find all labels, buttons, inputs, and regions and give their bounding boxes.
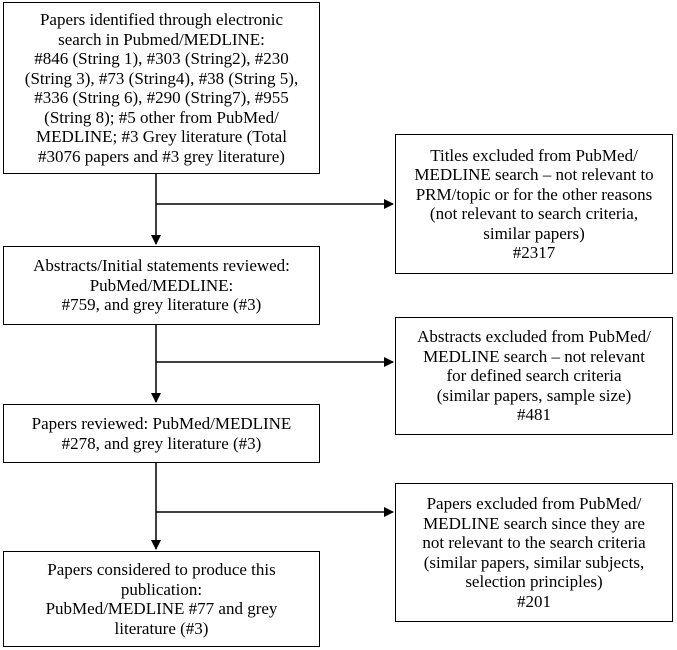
titles-excluded-box: Titles excluded from PubMed/ MEDLINE sea… — [395, 134, 673, 274]
box-line: MEDLINE search since they are — [423, 513, 645, 533]
box-line: publication: — [120, 579, 203, 599]
box-line: #3076 papers and #3 grey literature) — [38, 146, 285, 166]
box-line: Papers considered to produce this — [47, 560, 276, 579]
box-line: Titles excluded from PubMed/ — [430, 145, 638, 165]
box-line: (String 3), #73 (String4), #38 (String 5… — [24, 68, 299, 88]
papers-reviewed-box: Papers reviewed: PubMed/MEDLINE #278, an… — [3, 404, 320, 463]
box-line: (not relevant to search criteria, — [429, 204, 639, 223]
abstracts-excluded-box: Abstracts excluded from PubMed/ MEDLINE … — [395, 317, 673, 435]
box-line: #278, and grey literature (#3) — [61, 433, 262, 453]
box-line: search in Pubmed/MEDLINE: — [58, 29, 265, 49]
box-line: MEDLINE search – not relevant to — [414, 165, 654, 184]
box-line: #201 — [517, 591, 551, 611]
box-line: #2317 — [512, 243, 556, 262]
papers-excluded-box: Papers excluded from PubMed/ MEDLINE sea… — [395, 483, 673, 622]
box-line: PRM/topic or for the other reasons — [415, 184, 653, 204]
box-line: Abstracts excluded from PubMed/ — [417, 327, 651, 347]
box-line: similar papers) — [483, 223, 585, 243]
box-line: PubMed/MEDLINE: — [89, 275, 234, 295]
box-line: MEDLINE; #3 Grey literature (Total — [36, 127, 287, 146]
box-line: #336 (String 6), #290 (String7), #955 — [34, 88, 289, 107]
box-line: (String 8); #5 other from PubMed/ — [44, 107, 279, 127]
box-line: selection principles) — [465, 572, 603, 591]
box-line: #481 — [517, 405, 551, 425]
box-line: for defined search criteria — [446, 366, 622, 386]
box-line: not relevant to the search criteria — [422, 533, 646, 552]
box-line: literature (#3) — [114, 618, 209, 638]
papers-considered-box: Papers considered to produce this public… — [3, 551, 320, 647]
identified-papers-box: Papers identified through electronic sea… — [3, 2, 320, 174]
box-line: Papers identified through electronic — [39, 10, 284, 29]
box-line: Abstracts/Initial statements reviewed: — [33, 256, 290, 276]
box-line: Papers excluded from PubMed/ — [426, 494, 642, 513]
box-line: (similar papers, similar subjects, — [423, 552, 645, 572]
box-line: MEDLINE search – not relevant — [423, 346, 645, 366]
box-line: #759, and grey literature (#3) — [61, 295, 262, 315]
box-line: PubMed/MEDLINE #77 and grey — [45, 599, 278, 618]
box-line: #846 (String 1), #303 (String2), #230 — [34, 49, 289, 68]
abstracts-reviewed-box: Abstracts/Initial statements reviewed: P… — [3, 246, 320, 325]
box-line: Papers reviewed: PubMed/MEDLINE — [31, 414, 292, 433]
box-line: (similar papers, sample size) — [436, 385, 632, 405]
